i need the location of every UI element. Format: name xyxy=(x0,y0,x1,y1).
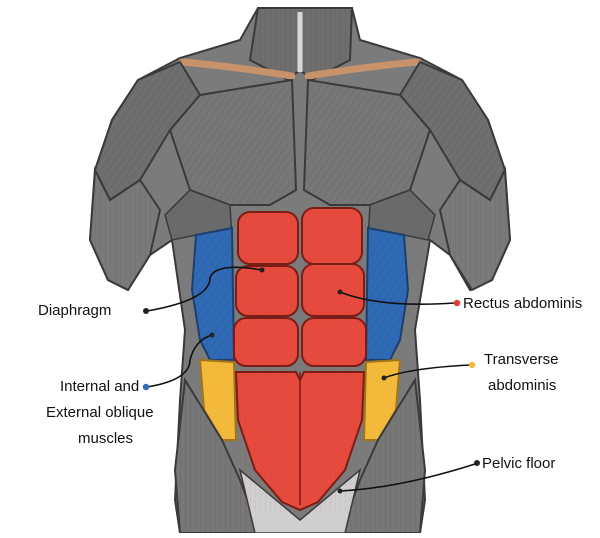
leader-pelvic xyxy=(339,463,476,492)
label-internal-external-line1: Internal and xyxy=(60,378,140,395)
leader-transverse xyxy=(383,364,471,379)
transverse-right xyxy=(362,358,402,441)
leader-lines xyxy=(146,266,476,492)
label-diaphragm: Diaphragm xyxy=(38,302,112,319)
marker-diaphragm-end xyxy=(259,267,265,273)
marker-transverse-end xyxy=(381,375,387,381)
transverse-left xyxy=(198,358,238,441)
label-internal-external-line2: External oblique xyxy=(46,404,154,421)
marker-pelvic xyxy=(474,460,480,466)
label-internal-external-line3: muscles xyxy=(78,430,134,447)
trapezius-band-left xyxy=(178,58,296,80)
marker-rectus xyxy=(453,299,461,307)
rectus-abdominis xyxy=(233,207,367,512)
label-transverse-line1: Transverse xyxy=(484,351,559,368)
marker-oblique-end xyxy=(209,332,215,338)
marker-oblique xyxy=(142,383,150,391)
marker-rectus-end xyxy=(337,289,343,295)
leader-rectus xyxy=(339,291,456,305)
marker-diaphragm xyxy=(143,308,149,314)
label-transverse-line2: abdominis xyxy=(488,377,557,394)
leader-diaphragm xyxy=(146,266,263,312)
marker-transverse xyxy=(468,361,476,369)
trapezius-band-right xyxy=(304,58,422,80)
label-rectus-abdominis: Rectus abdominis xyxy=(463,295,583,312)
leader-oblique xyxy=(146,334,213,388)
label-pelvic-floor: Pelvic floor xyxy=(482,455,556,472)
marker-pelvic-end xyxy=(337,488,343,494)
